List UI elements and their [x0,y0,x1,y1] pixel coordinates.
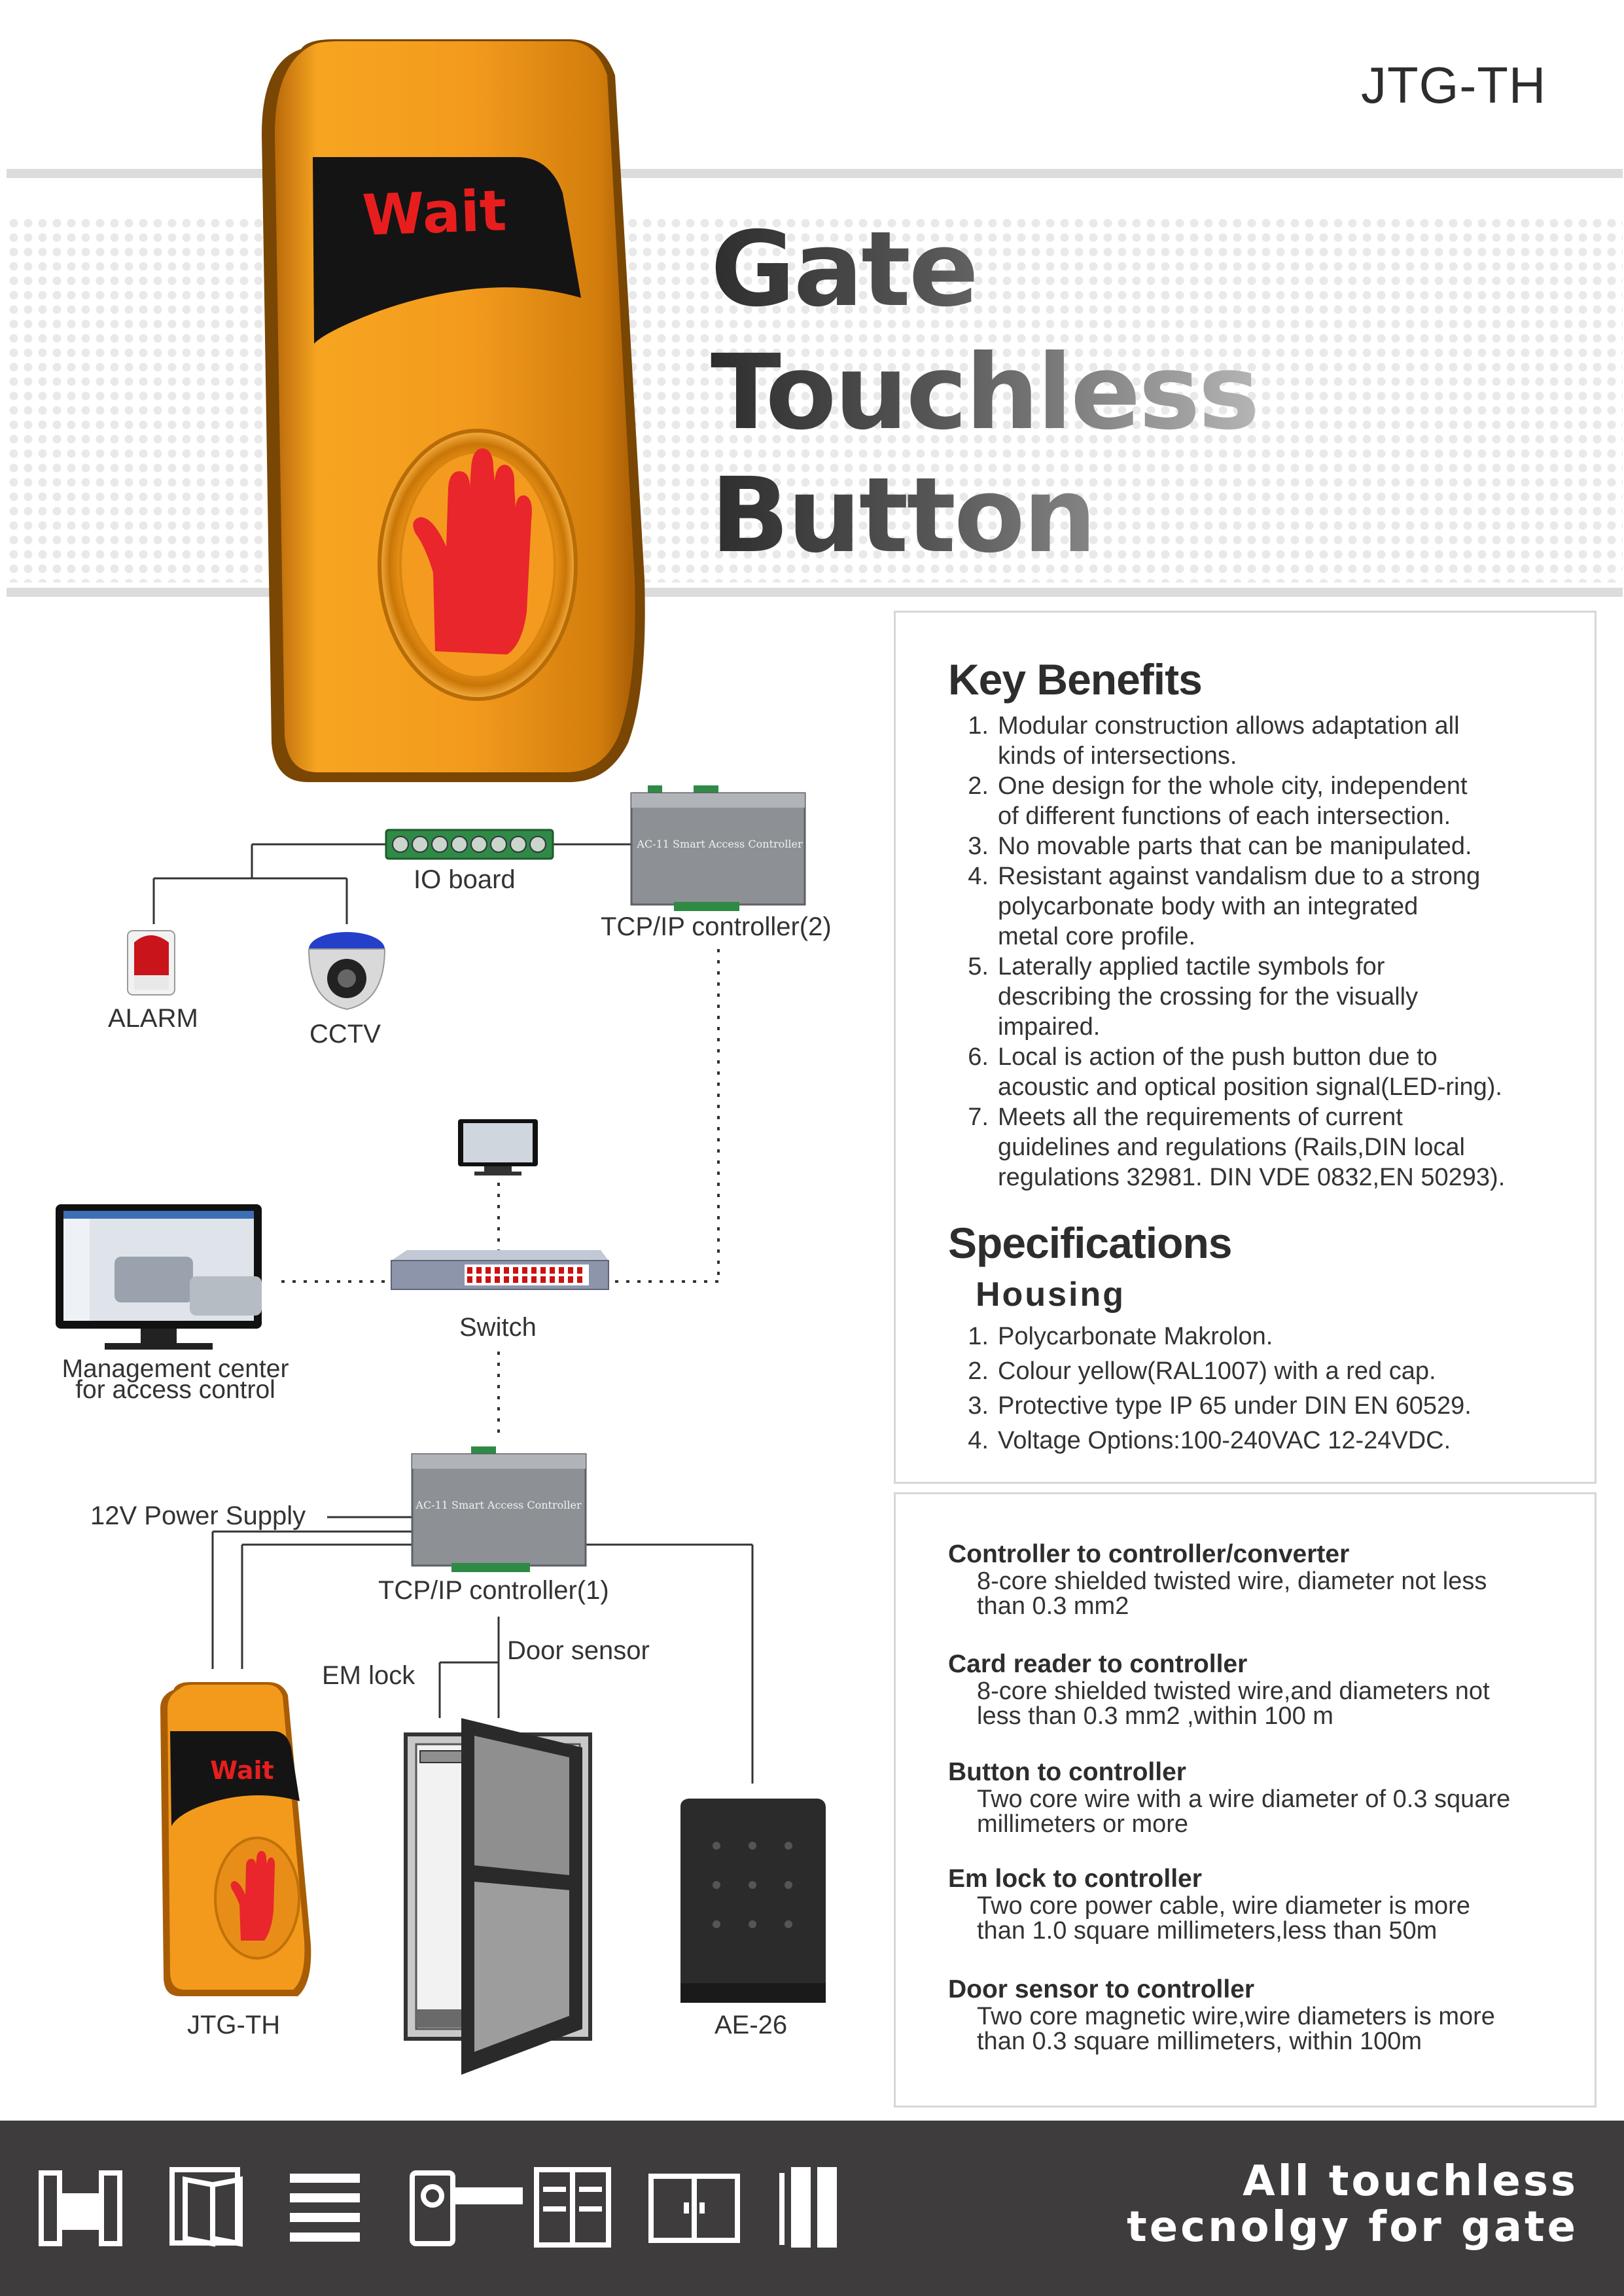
wiring-line: less than 0.3 mm2 ,within 100 m [977,1702,1333,1730]
workstation-monitor-icon [458,1119,538,1175]
spec-item: 4.Voltage Options:100-240VAC 12-24VDC. [968,1427,1451,1454]
benefit-item: 1.Modular construction allows adaptation… [968,712,1460,770]
spec-item: 2.Colour yellow(RAL1007) with a red cap. [968,1357,1436,1385]
wiring-line: than 0.3 square millimeters, within 100m [977,2028,1422,2055]
header-divider-bottom [7,588,1623,597]
alarm-siren-icon [127,930,175,996]
wiring-line: than 1.0 square millimeters,less than 50… [977,1917,1438,1945]
title-line-1: Gate [711,208,1258,331]
product-hero-image: Wait [262,39,645,782]
io-board-icon [385,829,554,860]
network-switch-icon [391,1250,609,1290]
jtg-th-button-icon: Wait [160,1682,311,1996]
em-lock-label: EM lock [322,1661,415,1690]
double-door-icon [648,2174,740,2243]
wiring-entry: Controller to controller/converter 8-cor… [948,1540,1589,1619]
wiring-title: Door sensor to controller [948,1975,1255,2003]
wiring-line: 8-core shielded twisted wire,and diamete… [977,1677,1490,1705]
button-model-label: JTG-TH [187,2011,281,2039]
key-benefits-title: Key Benefits [948,655,1203,704]
management-center-monitor-icon [56,1204,262,1350]
model-code: JTG-TH [1361,56,1547,114]
title-line-3: Button [711,454,1258,577]
power-supply-label: 12V Power Supply [90,1501,306,1530]
turnstile-icon [39,2170,122,2246]
controller-2-plate: AC-11 Smart Access Controller [636,838,803,850]
wiring-entry: Door sensor to controller Two core magne… [948,1975,1589,2054]
switch-label: Switch [459,1313,537,1342]
header-divider-top [7,169,1623,178]
door-sensor-label: Door sensor [507,1636,650,1665]
slogan-line-1: All touchless [1243,2157,1578,2206]
controller-1-label: TCP/IP controller(1) [378,1576,609,1605]
wiring-line: millimeters or more [977,1810,1189,1838]
title-line-2: Touchless [711,332,1260,453]
wiring-title: Button to controller [948,1758,1186,1786]
wiring-requirements-panel: Controller to controller/converter 8-cor… [894,1492,1597,2108]
system-diagram: AC-11 Smart Access Controller [56,785,826,2075]
benefit-item: 2.One design for the whole city, indepen… [968,772,1468,830]
specifications-title: Specifications [948,1219,1232,1267]
spec-item: 3.Protective type IP 65 under DIN EN 605… [968,1392,1472,1420]
io-board-label: IO board [414,865,516,894]
management-line-2: for access control [75,1376,275,1404]
tcp-ip-controller-2-icon: AC-11 Smart Access Controller [630,785,806,911]
wiring-line: than 0.3 mm2 [977,1592,1129,1620]
spec-item: 1.Polycarbonate Makrolon. [968,1323,1273,1350]
wiring-entry: Card reader to controller 8-core shielde… [948,1650,1589,1729]
network-lines [281,949,720,1437]
wiring-lines [152,843,754,1784]
wiring-title: Card reader to controller [948,1650,1248,1678]
wiring-entry: Em lock to controller Two core power cab… [948,1865,1589,1943]
wiring-entry: Button to controller Two core wire with … [948,1758,1589,1837]
alarm-label: ALARM [108,1004,198,1033]
cctv-label: CCTV [309,1020,381,1049]
small-wait-text: Wait [210,1756,274,1785]
controller-1-plate: AC-11 Smart Access Controller [415,1499,582,1511]
cabinet-icon [534,2167,611,2248]
housing-subtitle: Housing [976,1276,1125,1314]
reader-model-label: AE-26 [715,2011,788,2039]
wiring-title: Controller to controller/converter [948,1540,1350,1568]
boom-gate-icon [410,2170,523,2246]
tcp-ip-controller-1-icon: AC-11 Smart Access Controller [411,1446,587,1572]
controller-2-label: TCP/IP controller(2) [601,912,832,941]
wiring-line: 8-core shielded twisted wire, diameter n… [977,1568,1487,1595]
barrier-stack-icon [290,2174,360,2242]
flap-gate-icon [779,2167,837,2248]
wait-display-text: Wait [361,178,508,249]
wiring-line: Two core magnetic wire,wire diameters is… [977,2003,1495,2030]
benefit-item: 4.Resistant against vandalism due to a s… [968,863,1481,950]
management-line-1: Management center [62,1355,289,1383]
benefit-item: 6.Local is action of the push button due… [968,1043,1502,1101]
slogan-line-2: tecnolgy for gate [1127,2203,1578,2251]
product-title: Gate Touchless Button [711,208,1260,577]
cctv-camera-icon [308,932,386,1011]
benefit-item: 3.No movable parts that can be manipulat… [968,833,1472,860]
wiring-title: Em lock to controller [948,1865,1202,1893]
door-icon [404,1718,592,2075]
swing-door-icon [169,2167,243,2247]
footer-slogan: All touchless tecnolgy for gate [1127,2159,1578,2250]
benefits-specs-panel: Key Benefits 1.Modular construction allo… [894,611,1597,1484]
footer-bar [0,2121,1624,2296]
benefits-list: 1.Modular construction allows adaptation… [955,711,1583,1193]
wiring-line: Two core wire with a wire diameter of 0.… [977,1785,1511,1813]
wiring-line: Two core power cable, wire diameter is m… [977,1892,1470,1920]
footer-icons [39,2167,837,2248]
card-reader-icon [680,1799,826,2003]
management-center-label: Management center for access control [38,1355,313,1404]
specifications-list: 1.Polycarbonate Makrolon. 2.Colour yello… [955,1319,1583,1458]
